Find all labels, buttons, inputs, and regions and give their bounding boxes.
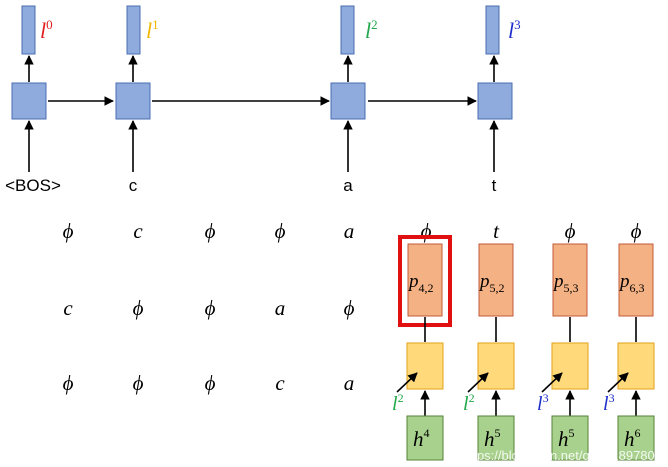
input-token-0: <BOS> bbox=[5, 176, 61, 195]
rnn-cell-2 bbox=[330, 82, 366, 120]
grid-symbol: ϕ bbox=[133, 371, 144, 395]
prob-box bbox=[478, 243, 514, 317]
grid-symbol: a bbox=[344, 219, 355, 243]
encoder-box bbox=[477, 415, 515, 461]
grid-symbol: a bbox=[275, 296, 286, 320]
grid-symbol: c bbox=[63, 296, 73, 320]
grid-symbol: ϕ bbox=[275, 219, 286, 243]
alignment-grid: ϕ c ϕ ϕ a ϕ t ϕ ϕ c ϕ ϕ a ϕ ϕ ϕ ϕ c a bbox=[63, 219, 642, 395]
input-label: l2 bbox=[463, 391, 475, 415]
label-input-arrow bbox=[467, 372, 489, 393]
prob-box bbox=[407, 243, 443, 317]
label-input-arrow bbox=[541, 372, 563, 393]
input-label: l3 bbox=[537, 391, 549, 415]
grid-symbol: ϕ bbox=[63, 219, 74, 243]
probability-columns: p4,2 l2 h4 p5,2 l2 h5 p5,3 l3 h5 p6,3 l3 h6 bbox=[392, 235, 655, 461]
decoder-chain: l0 l1 l2 l3 <BOS> c a t bbox=[5, 5, 521, 195]
rnn-output-bar-3 bbox=[485, 5, 500, 55]
prob-label: p6,3 bbox=[618, 271, 645, 295]
prob-label: p5,2 bbox=[478, 271, 505, 295]
grid-symbol: ϕ bbox=[205, 296, 216, 320]
output-label-0: l0 bbox=[40, 17, 53, 43]
grid-symbol: a bbox=[344, 371, 355, 395]
watermark: https://blog.csdn.net/qq_41897800 bbox=[463, 448, 663, 463]
prob-box bbox=[552, 243, 588, 317]
output-label-3: l3 bbox=[508, 17, 521, 43]
label-input-arrow bbox=[396, 372, 418, 393]
grid-symbol: ϕ bbox=[205, 219, 216, 243]
grid-symbol: c bbox=[133, 219, 143, 243]
rnn-output-bar-0 bbox=[21, 5, 36, 55]
grid-symbol: ϕ bbox=[205, 371, 216, 395]
input-token-2: a bbox=[343, 176, 353, 195]
encoder-label: h5 bbox=[558, 426, 575, 451]
hidden-box bbox=[551, 342, 589, 390]
encoder-box bbox=[617, 415, 655, 461]
encoder-label: h5 bbox=[484, 426, 501, 451]
prob-column-3: p6,3 l3 h6 bbox=[603, 243, 655, 461]
grid-symbol: ϕ bbox=[63, 371, 74, 395]
rnn-output-bar-1 bbox=[126, 5, 141, 55]
prob-column-0: p4,2 l2 h4 bbox=[392, 235, 452, 461]
grid-symbol: t bbox=[493, 219, 500, 243]
rnn-cell-1 bbox=[115, 82, 151, 120]
input-label: l3 bbox=[603, 391, 615, 415]
grid-symbol: ϕ bbox=[421, 219, 432, 243]
input-token-1: c bbox=[129, 176, 138, 195]
encoder-label: h6 bbox=[624, 426, 641, 451]
grid-symbol: ϕ bbox=[565, 219, 576, 243]
input-token-3: t bbox=[492, 176, 497, 195]
rnn-cell-0 bbox=[11, 82, 47, 120]
input-label: l2 bbox=[392, 391, 404, 415]
output-label-2: l2 bbox=[365, 17, 378, 43]
grid-symbol: c bbox=[275, 371, 285, 395]
rnn-cell-3 bbox=[477, 82, 513, 120]
prob-column-2: p5,3 l3 h5 bbox=[537, 243, 589, 461]
encoder-box bbox=[406, 415, 444, 461]
encoder-box bbox=[551, 415, 589, 461]
prob-box bbox=[618, 243, 654, 317]
prob-label: p4,2 bbox=[407, 271, 434, 295]
rnn-output-bar-2 bbox=[340, 5, 355, 55]
hidden-box bbox=[477, 342, 515, 390]
label-input-arrow bbox=[607, 372, 629, 393]
prob-column-1: p5,2 l2 h5 bbox=[463, 243, 515, 461]
output-label-1: l1 bbox=[146, 17, 159, 43]
grid-symbol: ϕ bbox=[631, 219, 642, 243]
prob-label: p5,3 bbox=[552, 271, 579, 295]
grid-symbol: ϕ bbox=[133, 296, 144, 320]
encoder-label: h4 bbox=[413, 426, 430, 451]
hidden-box bbox=[617, 342, 655, 390]
hidden-box bbox=[406, 342, 444, 390]
grid-symbol: ϕ bbox=[344, 296, 355, 320]
